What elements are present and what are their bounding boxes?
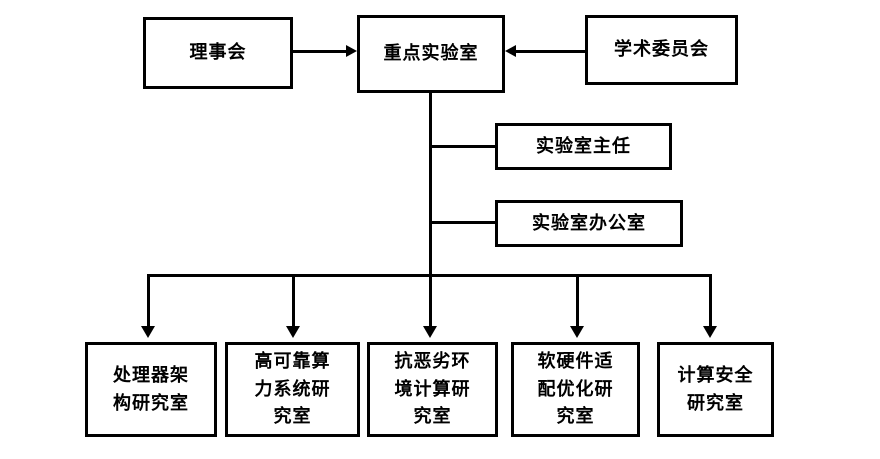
connector-board-to-keylab xyxy=(293,50,347,53)
node-academic-committee: 学术委员会 xyxy=(585,15,738,85)
arrowhead-down-icon xyxy=(423,326,437,338)
connector-to-lab-director xyxy=(429,145,495,148)
arrowhead-down-icon xyxy=(703,326,717,338)
node-key-lab: 重点实验室 xyxy=(357,15,505,93)
arrowhead-down-icon xyxy=(570,326,584,338)
connector-keylab-trunk xyxy=(429,93,432,277)
node-board: 理事会 xyxy=(143,17,293,89)
node-lab-director: 实验室主任 xyxy=(495,123,672,170)
node-lab-office: 实验室办公室 xyxy=(495,200,683,247)
connector-drop-3 xyxy=(429,274,432,326)
connector-drop-5 xyxy=(709,274,712,326)
node-research-office-3: 抗恶劣环 境计算研 究室 xyxy=(367,342,498,437)
node-research-office-4: 软硬件适 配优化研 究室 xyxy=(511,342,640,437)
arrowhead-down-icon xyxy=(141,326,155,338)
connector-drop-2 xyxy=(292,274,295,326)
arrowhead-right-icon xyxy=(346,45,357,57)
connector-drop-1 xyxy=(147,274,150,326)
arrowhead-left-icon xyxy=(505,45,516,57)
node-research-office-5: 计算安全 研究室 xyxy=(657,342,774,437)
connector-drop-4 xyxy=(576,274,579,326)
arrowhead-down-icon xyxy=(286,326,300,338)
connector-to-lab-office xyxy=(429,221,495,224)
node-research-office-2: 高可靠算 力系统研 究室 xyxy=(225,342,360,437)
connector-committee-to-keylab xyxy=(515,50,585,53)
node-research-office-1: 处理器架 构研究室 xyxy=(85,342,217,437)
